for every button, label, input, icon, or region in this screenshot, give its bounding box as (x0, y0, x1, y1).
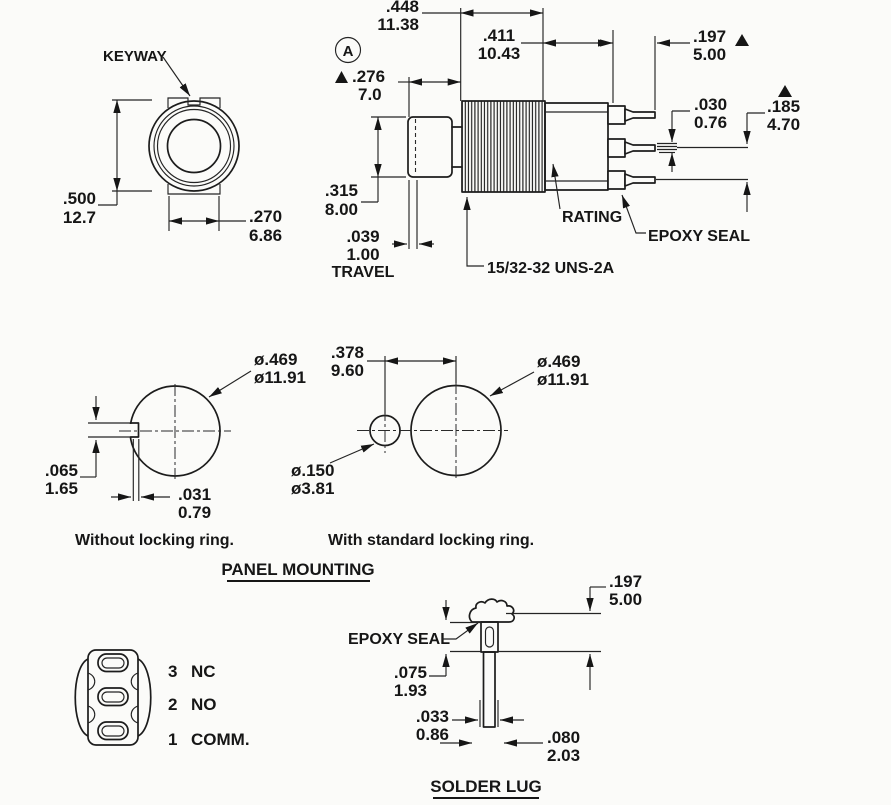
front-ring-3 (156, 108, 232, 184)
panel-left-caption: Without locking ring. (75, 532, 234, 549)
btn-dia-in: .315 (325, 181, 358, 200)
triangle-marker-1 (735, 34, 749, 46)
btn-dia-mm: 8.00 (325, 200, 358, 219)
travel-label: TRAVEL (332, 264, 395, 281)
travel-in: .039 (346, 227, 379, 246)
solder-epoxy-label: EPOXY SEAL (348, 631, 450, 648)
panel-hole-mm: ø3.81 (291, 479, 334, 498)
front-button-circle (166, 118, 222, 174)
solder-lug-slot (484, 626, 495, 648)
keyway-label: KEYWAY (103, 48, 167, 65)
middle-pin-hatch (657, 142, 677, 154)
side-epoxy-leader (621, 194, 646, 234)
keyway-leader-arrow (162, 56, 191, 97)
body-len-in: .411 (483, 26, 515, 45)
panel-key-w-mm: 0.79 (178, 503, 211, 522)
term-thk-mm: 0.76 (694, 113, 727, 132)
front-ring-2 (153, 105, 235, 187)
term-sp-in: .185 (767, 97, 800, 116)
travel-mm: 1.00 (346, 245, 379, 264)
thread-len-mm: 11.38 (377, 15, 419, 34)
panel-right-caption: With standard locking ring. (328, 532, 534, 549)
terminal-view: 3 NC 2 NO 1 COMM. (74, 649, 250, 749)
terminal-1-label: COMM. (191, 730, 250, 749)
terminal-right-lobe (137, 658, 152, 737)
terminal-lugs (97, 653, 129, 741)
seal-h-in: .197 (609, 572, 642, 591)
rating-leader-arrow (551, 163, 561, 210)
side-epoxy-label: EPOXY SEAL (648, 228, 750, 245)
panel-pitch-in: .378 (331, 343, 364, 362)
front-outer-circle (148, 100, 240, 192)
term-thk-in: .030 (694, 95, 727, 114)
front-height-in: .500 (63, 189, 96, 208)
pin-w-mm: 0.86 (416, 725, 449, 744)
panel-hole-in: ø.150 (291, 461, 334, 480)
triangle-marker-2 (335, 71, 348, 83)
term-len-mm: 5.00 (693, 45, 726, 64)
panel-mounting: ø.469 ø11.91 .065 1.65 .031 0.79 Without… (45, 343, 589, 582)
lug-w-in: .080 (547, 728, 580, 747)
panel-key-w-in: .031 (178, 485, 211, 504)
body-len-mm: 10.43 (478, 44, 521, 63)
pin-w-in: .033 (416, 707, 449, 726)
panel-key-h-in: .065 (45, 461, 78, 480)
front-width-mm: 6.86 (249, 226, 282, 245)
solder-lug-view: .197 5.00 EPOXY SEAL .075 1.93 .033 0.86… (348, 572, 642, 799)
terminal-2-num: 2 (168, 695, 177, 714)
terminal-3-num: 3 (168, 662, 177, 681)
side-terminals (607, 105, 656, 190)
thread-len-in: .448 (386, 0, 419, 16)
side-view: A (325, 0, 800, 281)
side-thread-hatch (462, 101, 545, 192)
term-len-in: .197 (693, 27, 726, 46)
datum-a-circle (334, 36, 362, 64)
panel-mounting-title: PANEL MOUNTING (221, 560, 374, 579)
terminal-body (87, 649, 139, 746)
panel-right-dia-in: ø.469 (537, 352, 580, 371)
panel-left-dia-in: ø.469 (254, 350, 297, 369)
panel-pitch-mm: 9.60 (331, 361, 364, 380)
terminal-left-lobe (74, 658, 89, 737)
panel-key-h-mm: 1.65 (45, 479, 78, 498)
solder-epoxy-blob (468, 598, 515, 623)
lug-len-in: .075 (394, 663, 427, 682)
panel-keyway-notch (129, 422, 140, 438)
lug-w-mm: 2.03 (547, 746, 580, 765)
front-top-flat (167, 97, 221, 108)
solder-epoxy-leader (442, 622, 479, 640)
term-sp-mm: 4.70 (767, 115, 800, 134)
triangle-marker-3 (778, 85, 792, 97)
front-height-mm: 12.7 (63, 208, 96, 227)
rating-label: RATING (562, 209, 622, 226)
terminal-3-label: NC (191, 662, 216, 681)
front-view: KEYWAY .500 12.7 .270 6.86 (63, 48, 282, 245)
datum-a-label: A (343, 43, 354, 60)
lug-len-mm: 1.93 (394, 681, 427, 700)
seal-h-mm: 5.00 (609, 590, 642, 609)
thread-spec-label: 15/32-32 UNS-2A (487, 260, 615, 277)
terminal-1-num: 1 (168, 730, 177, 749)
thread-spec-leader (463, 197, 484, 267)
btn-ext-in: .276 (352, 67, 385, 86)
solder-pin (482, 651, 496, 728)
btn-ext-mm: 7.0 (358, 85, 382, 104)
front-width-in: .270 (249, 207, 282, 226)
front-bottom-flat (167, 184, 221, 195)
side-button (407, 116, 453, 178)
solder-lug-title: SOLDER LUG (430, 777, 541, 796)
panel-left-dia-mm: ø11.91 (254, 368, 306, 387)
terminal-2-label: NO (191, 695, 217, 714)
panel-right-dia-mm: ø11.91 (537, 370, 589, 389)
